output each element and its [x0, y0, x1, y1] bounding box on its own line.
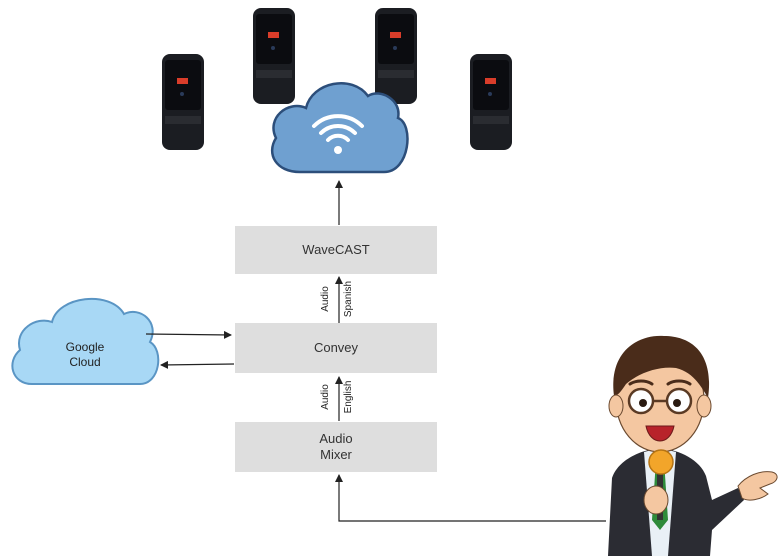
connector-convey-to-google	[160, 360, 235, 369]
wearable-band-icon	[375, 8, 417, 104]
wearable-band-icon	[162, 54, 204, 150]
audio-mixer-label-line2: Mixer	[320, 447, 352, 462]
edge-label-mixer-audio: Audio	[320, 384, 331, 410]
wavecast-box: WaveCAST	[235, 226, 437, 274]
google-cloud-label-line2: Cloud	[69, 355, 101, 369]
convey-label: Convey	[313, 340, 359, 355]
audio-mixer-box: Audio Mixer	[235, 422, 437, 472]
google-cloud-icon	[11, 297, 160, 385]
google-cloud-label-line1: Google	[65, 340, 105, 354]
presenter-with-microphone-icon	[608, 335, 778, 556]
edge-label-convey-spanish: Spanish	[343, 280, 354, 318]
connector-presenter-to-mixer	[335, 474, 606, 522]
wearable-band-icon	[253, 8, 295, 104]
wearable-band-icon	[470, 54, 512, 150]
edge-label-convey-audio: Audio	[320, 286, 331, 312]
audio-mixer-label-line1: Audio	[319, 431, 353, 446]
connector-google-to-convey	[145, 330, 232, 339]
convey-box: Convey	[235, 323, 437, 373]
google-cloud-label: Google Cloud	[40, 340, 130, 370]
edge-label-mixer-english: English	[343, 380, 354, 414]
wifi-cloud-icon	[270, 81, 409, 174]
wavecast-label: WaveCAST	[302, 242, 370, 257]
